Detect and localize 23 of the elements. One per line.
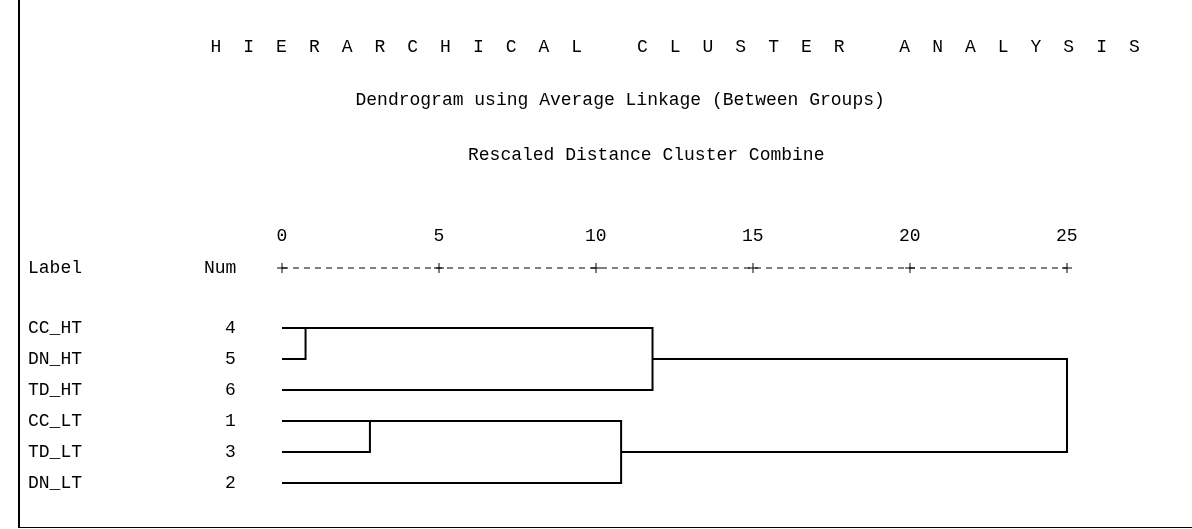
case-label: CC_HT	[28, 318, 82, 338]
case-number: 4	[225, 318, 236, 338]
case-label: DN_LT	[28, 473, 82, 493]
axis-title: Rescaled Distance Cluster Combine	[468, 145, 825, 165]
tick-label: 5	[433, 226, 445, 246]
column-header: Label	[28, 258, 82, 278]
case-number: 1	[225, 411, 236, 431]
title: HIERARCHICAL CLUSTER ANALYSIS	[210, 37, 1162, 57]
tick-label: 15	[742, 226, 764, 246]
case-label: TD_LT	[28, 442, 82, 462]
subtitle: Dendrogram using Average Linkage (Between Groups)	[355, 90, 885, 110]
tick-label: 20	[899, 226, 921, 246]
case-number: 2	[225, 473, 236, 493]
case-label: CC_LT	[28, 411, 82, 431]
tick-label: 10	[585, 226, 607, 246]
case-label: DN_HT	[28, 349, 82, 369]
column-header: Num	[204, 258, 237, 278]
tick-label: 0	[276, 226, 288, 246]
case-number: 5	[225, 349, 236, 369]
tick-label: 25	[1056, 226, 1078, 246]
case-number: 6	[225, 380, 236, 400]
case-label: TD_HT	[28, 380, 82, 400]
case-number: 3	[225, 442, 236, 462]
